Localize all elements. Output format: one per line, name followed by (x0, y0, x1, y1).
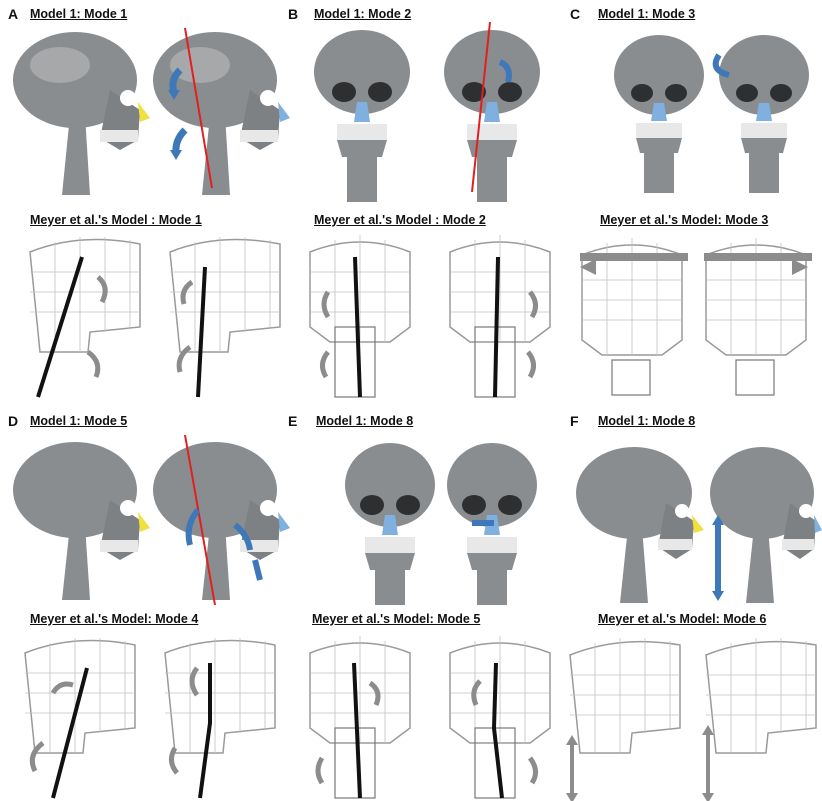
panel-c: C Model 1: Mode 3 Meyer et al.'s Model: … (564, 0, 822, 400)
panel-label: B (288, 6, 298, 22)
panel-label: F (570, 413, 579, 429)
panel-b: B Model 1: Mode 2 Meyer et al.'s Model :… (282, 0, 562, 400)
mesh-side-right (150, 232, 290, 397)
skull-front-right (432, 435, 552, 605)
mesh-side-left (560, 633, 690, 798)
skull-side-right (702, 435, 822, 605)
skull-side-right (140, 430, 290, 605)
skull-front-right (709, 25, 819, 195)
panel-top-title: Model 1: Mode 5 (30, 414, 127, 428)
mesh-front-right (696, 235, 816, 395)
panel-bottom-title: Meyer et al.'s Model: Mode 5 (312, 612, 480, 626)
mesh-side-right (145, 633, 285, 798)
skull-front-right (432, 22, 552, 202)
skull-side-right (140, 20, 290, 200)
panel-bottom-title: Meyer et al.'s Model : Mode 1 (30, 213, 202, 227)
panel-label: C (570, 6, 580, 22)
panel-bottom-title: Meyer et al.'s Model : Mode 2 (314, 213, 486, 227)
panel-top-title: Model 1: Mode 3 (598, 7, 695, 21)
mesh-front-left (572, 235, 692, 395)
mesh-front-right (440, 633, 560, 798)
panel-top-title: Model 1: Mode 8 (598, 414, 695, 428)
panel-a: A Model 1: Mode 1 Meyer et al.'s Model :… (0, 0, 280, 400)
skull-front-left (302, 22, 422, 202)
skull-side-left (564, 435, 704, 605)
mesh-side-left (10, 232, 150, 397)
panel-top-title: Model 1: Mode 2 (314, 7, 411, 21)
mesh-front-left (300, 633, 420, 798)
panel-top-title: Model 1: Mode 8 (316, 414, 413, 428)
mesh-front-right (440, 232, 560, 397)
panel-e: E Model 1: Mode 8 Meyer et al.'s Model: … (282, 405, 562, 801)
panel-bottom-title: Meyer et al.'s Model: Mode 3 (600, 213, 768, 227)
mesh-side-right (696, 633, 822, 798)
panel-bottom-title: Meyer et al.'s Model: Mode 6 (598, 612, 766, 626)
mesh-front-left (300, 232, 420, 397)
skull-front-left (604, 25, 714, 195)
skull-side-left (0, 430, 150, 605)
panel-d: D Model 1: Mode 5 Meyer et al.'s Model: … (0, 405, 280, 801)
panel-f: F Model 1: Mode 8 Meyer et al.'s Model: … (564, 405, 822, 801)
mesh-side-left (5, 633, 145, 798)
panel-top-title: Model 1: Mode 1 (30, 7, 127, 21)
skull-side-left (0, 20, 150, 200)
panel-label: D (8, 413, 18, 429)
panel-label: E (288, 413, 297, 429)
panel-bottom-title: Meyer et al.'s Model: Mode 4 (30, 612, 198, 626)
